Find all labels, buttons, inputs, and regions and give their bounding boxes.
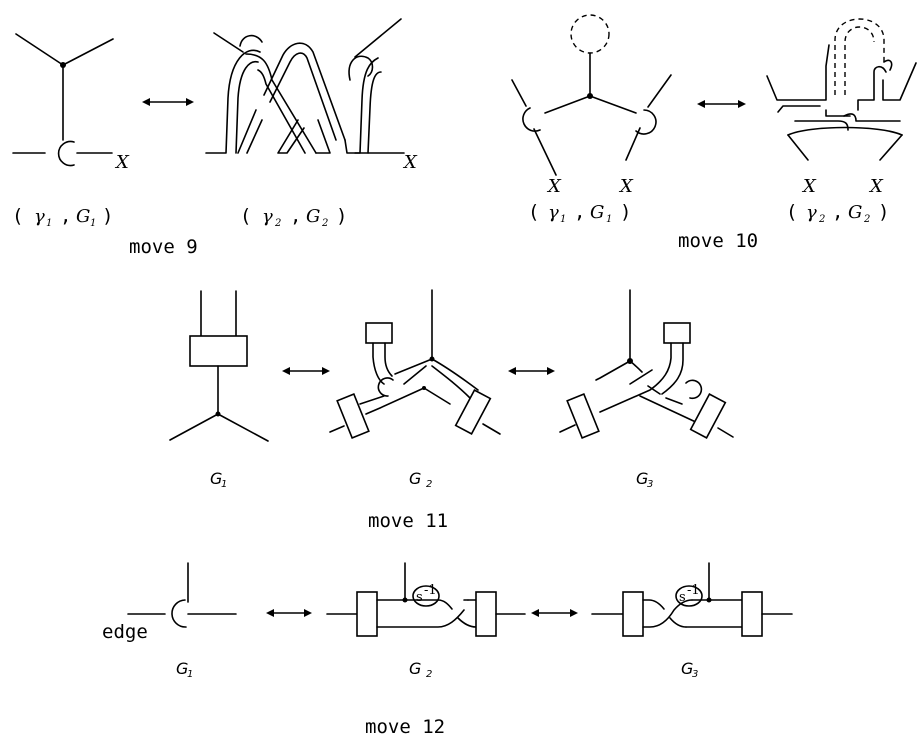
move12-caption: move 12 [365, 716, 445, 738]
svg-text:G: G [176, 659, 188, 678]
move12-g1-figure: edge [102, 562, 237, 643]
svg-text:2: 2 [274, 218, 281, 229]
move11-arrow-2 [508, 367, 555, 375]
svg-text:(: ( [240, 205, 251, 227]
label-x: X [546, 176, 562, 197]
svg-text:1: 1 [606, 214, 612, 225]
svg-text:1: 1 [46, 218, 52, 229]
move12-g2-figure: s -1 [326, 562, 526, 637]
svg-text:G: G [210, 469, 222, 488]
move11-g1-figure [169, 290, 269, 442]
svg-text:γ: γ [262, 206, 273, 227]
move11-caption: move 11 [368, 510, 448, 532]
move10-caption: move 10 [678, 230, 758, 252]
svg-text:2: 2 [818, 214, 825, 225]
svg-text:G: G [409, 659, 421, 678]
svg-text:s: s [416, 590, 423, 605]
svg-text:G: G [590, 202, 604, 223]
svg-text:,: , [574, 201, 585, 223]
svg-text:1: 1 [90, 218, 96, 229]
move12-labels: G 1 G 2 G 3 [176, 659, 698, 680]
label-x: X [868, 176, 884, 197]
move10-right-caption: ( γ 2 , G 2 ) [786, 201, 889, 225]
move9-caption: move 9 [129, 236, 198, 258]
svg-text:): ) [336, 205, 347, 227]
svg-text:γ: γ [806, 202, 817, 223]
svg-text:3: 3 [692, 669, 698, 680]
move11-labels: G 1 G 2 G 3 [210, 469, 653, 490]
move10-left-figure: X X [511, 14, 672, 197]
svg-text:(: ( [528, 201, 539, 223]
svg-text:s: s [679, 590, 686, 605]
svg-text:G: G [306, 206, 320, 227]
svg-text:3: 3 [647, 479, 653, 490]
svg-text:-1: -1 [424, 583, 437, 598]
move10-right-figure: X X [766, 18, 917, 197]
svg-text:2: 2 [426, 669, 432, 680]
svg-text:1: 1 [221, 479, 227, 490]
svg-text:,: , [832, 201, 843, 223]
edge-label: edge [102, 621, 148, 643]
svg-text:1: 1 [187, 669, 193, 680]
svg-text:G: G [76, 206, 90, 227]
label-x: X [114, 152, 130, 173]
svg-text:2: 2 [426, 479, 432, 490]
svg-text:(: ( [786, 201, 797, 223]
move10-left-caption: ( γ 1 , G 1 ) [528, 201, 631, 225]
svg-text:G: G [681, 659, 693, 678]
move12-g3-figure: s -1 [591, 562, 793, 637]
move12-arrow-2 [531, 609, 578, 617]
move9-left-caption: ( γ 1 , G 1 ) [12, 205, 113, 229]
svg-text:): ) [620, 201, 631, 223]
label-x: X [801, 176, 817, 197]
move10-arrow [697, 100, 746, 108]
svg-text:-1: -1 [687, 583, 700, 598]
svg-text:2: 2 [863, 214, 870, 225]
svg-text:γ: γ [34, 206, 45, 227]
svg-text:,: , [290, 205, 301, 227]
move9-right-caption: ( γ 2 , G 2 ) [240, 205, 347, 229]
svg-text:G: G [848, 202, 862, 223]
move9-right-figure: X [205, 18, 418, 173]
move11-arrow-1 [282, 367, 330, 375]
svg-text:(: ( [12, 205, 23, 227]
svg-text:1: 1 [560, 214, 566, 225]
svg-text:): ) [102, 205, 113, 227]
svg-text:G: G [636, 469, 648, 488]
svg-text:2: 2 [321, 218, 328, 229]
move12-arrow-1 [266, 609, 312, 617]
label-x: X [402, 152, 418, 173]
move11-g3-figure [559, 289, 734, 439]
move9-arrow [142, 98, 194, 106]
svg-text:,: , [60, 205, 71, 227]
svg-text:): ) [878, 201, 889, 223]
move9-left-figure: X [12, 33, 130, 173]
svg-text:γ: γ [548, 202, 559, 223]
label-x: X [618, 176, 634, 197]
svg-text:G: G [409, 469, 421, 488]
move11-g2-figure [329, 289, 501, 439]
